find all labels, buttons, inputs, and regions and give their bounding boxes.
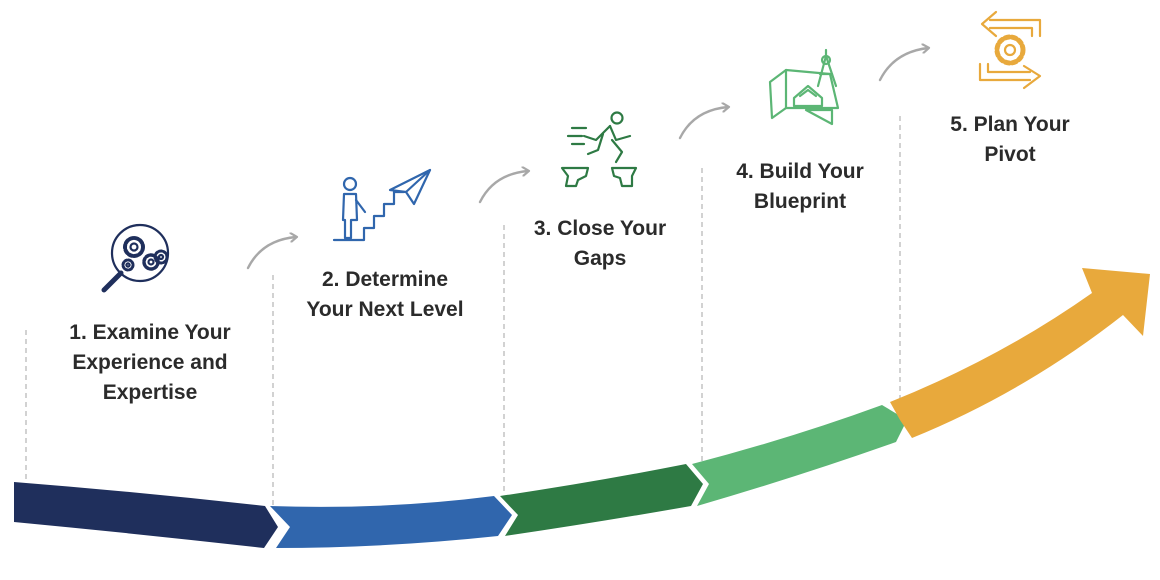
arrow-segment-1 <box>14 482 278 548</box>
arrow-segment-2 <box>270 496 512 548</box>
progress-arrow <box>14 268 1150 548</box>
pivot-gear-arrows-icon <box>978 10 1042 90</box>
step-1-label-line: Experience and <box>72 351 228 374</box>
connector-arrow-2 <box>478 171 528 204</box>
guide-lines <box>25 116 901 505</box>
step-2-label-line: Your Next Level <box>306 298 464 321</box>
step-1-label-line: 1. Examine Your <box>69 321 231 344</box>
blueprint-compass-icon <box>768 48 840 126</box>
connector-arrows <box>246 48 928 270</box>
step-4-label: 4. Build Your Blueprint <box>700 157 900 217</box>
arrow-segment-5 <box>890 268 1150 438</box>
step-2-label: 2. Determine Your Next Level <box>270 265 500 325</box>
magnifier-gears-icon <box>101 223 170 293</box>
arrow-segment-4 <box>692 405 907 506</box>
step-2-label-line: 2. Determine <box>321 268 449 291</box>
connector-arrow-1 <box>246 237 296 270</box>
step-5-label-line: 5. Plan Your <box>950 113 1070 136</box>
step-1-label-line: Expertise <box>102 381 198 404</box>
person-stairs-paper-plane-icon <box>332 168 432 242</box>
step-1-label: 1. Examine Your Experience and Expertise <box>25 318 275 408</box>
step-3-label: 3. Close Your Gaps <box>500 214 700 274</box>
step-4-label-line: 4. Build Your <box>736 160 864 183</box>
step-3-label-line: 3. Close Your <box>533 217 667 240</box>
step-5-label: 5. Plan Your Pivot <box>910 110 1110 170</box>
connector-arrow-3 <box>678 107 728 140</box>
connector-arrow-4 <box>878 48 928 82</box>
step-3-label-line: Gaps <box>573 247 627 270</box>
runner-leaping-gap-icon <box>560 111 638 188</box>
step-4-label-line: Blueprint <box>753 190 847 213</box>
step-5-label-line: Pivot <box>984 143 1036 166</box>
arrow-segment-3 <box>500 464 703 536</box>
